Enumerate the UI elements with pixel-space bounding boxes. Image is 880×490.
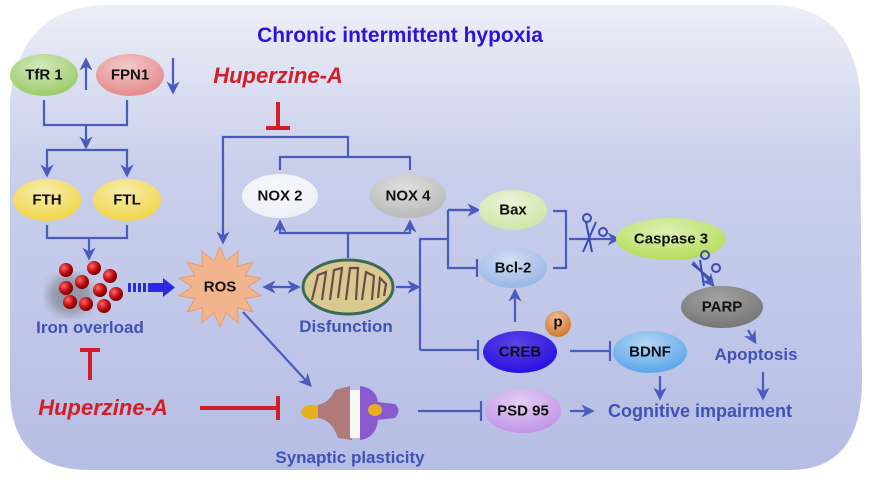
nox4-node: NOX 4 [370,174,446,218]
connector [221,135,350,240]
phospho-badge: p [545,311,571,337]
scissors-icon [582,213,608,253]
apoptosis-label: Apoptosis [714,345,797,364]
parp-label: PARP [702,299,743,316]
nox2-label: NOX 2 [257,188,302,205]
connector [45,225,129,240]
fpn1-label: FPN1 [111,67,149,84]
connector [40,148,134,178]
disfunction-label: Disfunction [299,317,393,336]
arrow-to-apoptosis [743,329,757,345]
ftl-node: FTL [93,179,161,221]
parp-node: PARP [681,286,763,328]
fth-node: FTH [13,179,81,221]
ros-to-synapse-arrow [242,311,312,387]
bcl2-node: Bcl-2 [479,248,547,288]
dashed-arrow-icon [128,278,175,297]
connector [278,155,412,170]
psd95-label: PSD 95 [497,403,549,420]
psd95-node: PSD 95 [485,389,561,433]
nox2-node: NOX 2 [242,174,318,218]
nox4-label: NOX 4 [385,188,431,205]
tfr1-node: TfR 1 [10,54,78,96]
connector [418,237,448,350]
synaptic-plasticity-label: Synaptic plasticity [275,448,425,467]
tfr1-label: TfR 1 [25,67,63,84]
connector [273,219,417,235]
diagram-title: Chronic intermittent hypoxia [257,24,543,47]
scissors-icon [691,250,721,287]
ros-label: ROS [204,279,237,296]
huperzine-a-bottom: Huperzine-A [38,395,168,420]
ros-node: ROS [177,245,263,329]
inhibitor-nox [266,102,290,130]
ftl-label: FTL [113,192,141,209]
fth-label: FTH [32,192,61,209]
creb-node: CREB [483,331,557,373]
connector [553,209,568,270]
bax-node: Bax [479,190,547,230]
fpn1-node: FPN1 [96,54,164,96]
inhibitor-synapse [200,396,280,420]
bcl2-label: Bcl-2 [495,260,532,277]
caspase3-label: Caspase 3 [634,231,708,248]
inhibitor-iron [80,348,100,380]
bdnf-label: BDNF [629,344,671,361]
synapse-icon [301,386,399,440]
mitochondrion-icon [301,258,395,316]
huperzine-a-top: Huperzine-A [213,63,343,88]
cognitive-impairment-label: Cognitive impairment [608,401,792,421]
creb-label: CREB [499,344,542,361]
caspase3-node: Caspase 3 [616,218,726,260]
iron-overload-label: Iron overload [36,318,144,337]
bax-label: Bax [499,202,527,219]
phospho-label: p [553,314,562,331]
bdnf-node: BDNF [613,331,687,373]
iron-overload-icon [48,261,123,315]
